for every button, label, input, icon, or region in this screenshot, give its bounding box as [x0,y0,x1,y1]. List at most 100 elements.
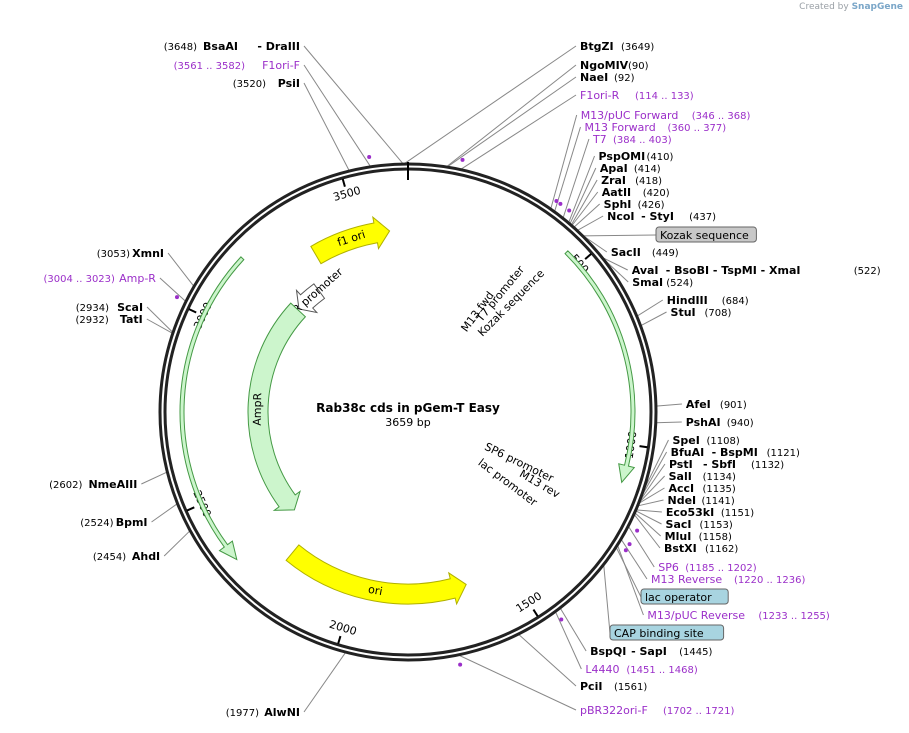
boxed-feature-label: Kozak sequence [660,229,749,242]
enzyme-site-label-suffix: - SapI [631,645,667,658]
enzyme-site-label-position: (901) [720,400,747,411]
feature-arrow-ampr-promoter [295,283,326,314]
enzyme-site-label-position: (1158) [699,532,732,543]
enzyme-site-label: StuI (708) [671,306,732,319]
leader-line [562,138,590,219]
enzyme-site-label-text: AatII [602,186,631,199]
enzyme-site-label: TatI(2932) [76,313,143,326]
primer-label-position: (3004 .. 3023) [44,274,116,285]
tick-mark [341,178,346,187]
enzyme-site-label-position: (1132) [751,460,784,471]
primer-label-position: (1185 .. 1202) [685,563,757,574]
primer-label-position: (1702 .. 1721) [663,706,735,717]
leader-line [576,215,604,232]
enzyme-site-label-position: (3648) [164,42,197,53]
boxed-feature-background [609,624,725,641]
enzyme-site-label-suffix: - BsoBI - TspMI - XmaI [666,264,801,277]
tick-mark [584,253,592,260]
enzyme-site-label: NaeI(92) [580,71,635,84]
primer-label: T7 (384 .. 403) [592,133,672,146]
leader-line [569,167,597,225]
enzyme-site-label-text: SacI [666,518,692,531]
tick-mark [639,445,648,449]
enzyme-site-label-position: (1135) [702,484,735,495]
enzyme-site-label-position: (708) [705,308,732,319]
primer-label-position: (114 .. 133) [635,91,694,102]
boxed-feature-background [640,588,729,605]
leader-line [445,64,577,168]
enzyme-site-label: SacII (449) [611,246,679,259]
enzyme-site-label: BspQI- SapI(1445) [590,645,712,658]
enzyme-site-label-text: PstI [669,458,693,471]
plasmid-title: Rab38c cds in pGem-T Easy [316,401,500,415]
enzyme-site-label-text: NcoI [607,210,634,223]
enzyme-site-label-text: ZraI [601,174,626,187]
enzyme-site-label-position: (3520) [233,79,266,90]
enzyme-site-label-text: ApaI [600,162,628,175]
enzyme-site-label: NdeI(1141) [668,494,735,507]
primer-label-position: (3561 .. 3582) [174,61,246,72]
enzyme-site-label-text: StuI [671,306,696,319]
leader-line [568,155,595,224]
primer-label-text: F1ori-R [580,89,620,102]
enzyme-site-label-text: SacII [611,246,641,259]
primer-label: M13/pUC Reverse(1233 .. 1255) [647,609,830,622]
leader-line [141,471,168,485]
tick-mark [532,608,539,617]
enzyme-site-label: MluI(1158) [665,530,732,543]
enzyme-site-label-position: (3053) [97,249,130,260]
enzyme-site-label: PsiI(3520) [233,77,300,90]
primer-label-position: (1233 .. 1255) [758,611,830,622]
primer-label-text: F1ori-F [262,59,300,72]
primer-site-mark [458,662,463,667]
enzyme-site-label: AhdI(2454) [93,550,160,563]
leader-line [554,126,581,213]
leader-line [159,277,187,302]
tick-mark [188,308,197,314]
primer-label-text: Amp-R [119,272,156,285]
primer-label-position: (1451 .. 1468) [626,665,698,676]
leader-line [582,234,657,237]
tick-mark [186,506,195,512]
enzyme-site-label-position: (449) [652,248,679,259]
primer-label-text: T7 [592,133,607,146]
enzyme-site-label-position: (2932) [76,315,109,326]
primer-label: M13/pUC Forward(346 .. 368) [581,109,751,122]
enzyme-site-label: AccI(1135) [668,482,735,495]
enzyme-site-label-suffix: - SbfI [703,458,736,471]
leader-line [633,513,661,549]
primer-label-text: L4440 [585,663,619,676]
leader-line [640,451,668,499]
enzyme-site-label-text: SalI [669,470,692,483]
enzyme-site-label-position: (1977) [226,708,259,719]
leader-line [638,463,666,503]
enzyme-site-label-text: PshAI [686,416,721,429]
enzyme-site-label-text: BpmI [116,516,148,529]
enzyme-site-label-text: PspOMI [599,150,646,163]
primer-label-text: M13 Reverse [651,573,722,586]
enzyme-site-label: NmeAIII(2602) [49,478,137,491]
enzyme-site-label-text: BfuAI [671,446,705,459]
feature-arrow-ampr [247,302,307,511]
primer-label-position: (384 .. 403) [613,135,672,146]
boxed-feature-label: CAP binding site [614,627,704,640]
primer-label-text: pBR322ori-F [580,704,648,717]
enzyme-site-label-position: (1121) [767,448,800,459]
leader-line [518,633,577,687]
primer-site-mark [559,617,564,622]
enzyme-site-label: PciI(1561) [580,680,647,693]
enzyme-site-label-text: NmeAIII [88,478,137,491]
enzyme-site-label: AatII (420) [602,186,670,199]
primer-site-mark [367,154,372,159]
enzyme-site-label: AvaI- BsoBI - TspMI - XmaI(522) [632,264,881,277]
enzyme-site-label-position: (940) [727,418,754,429]
primer-site-mark [558,201,563,206]
leader-line [620,538,648,580]
enzyme-site-label: SpeI(1108) [672,434,739,447]
primer-label: Amp-R(3004 .. 3023) [44,272,157,285]
enzyme-site-label-position: (420) [643,188,670,199]
primer-site-mark [460,157,465,162]
leader-line [638,487,665,505]
enzyme-site-label-position: (1141) [702,496,735,507]
enzyme-site-label-text: AvaI [632,264,659,277]
